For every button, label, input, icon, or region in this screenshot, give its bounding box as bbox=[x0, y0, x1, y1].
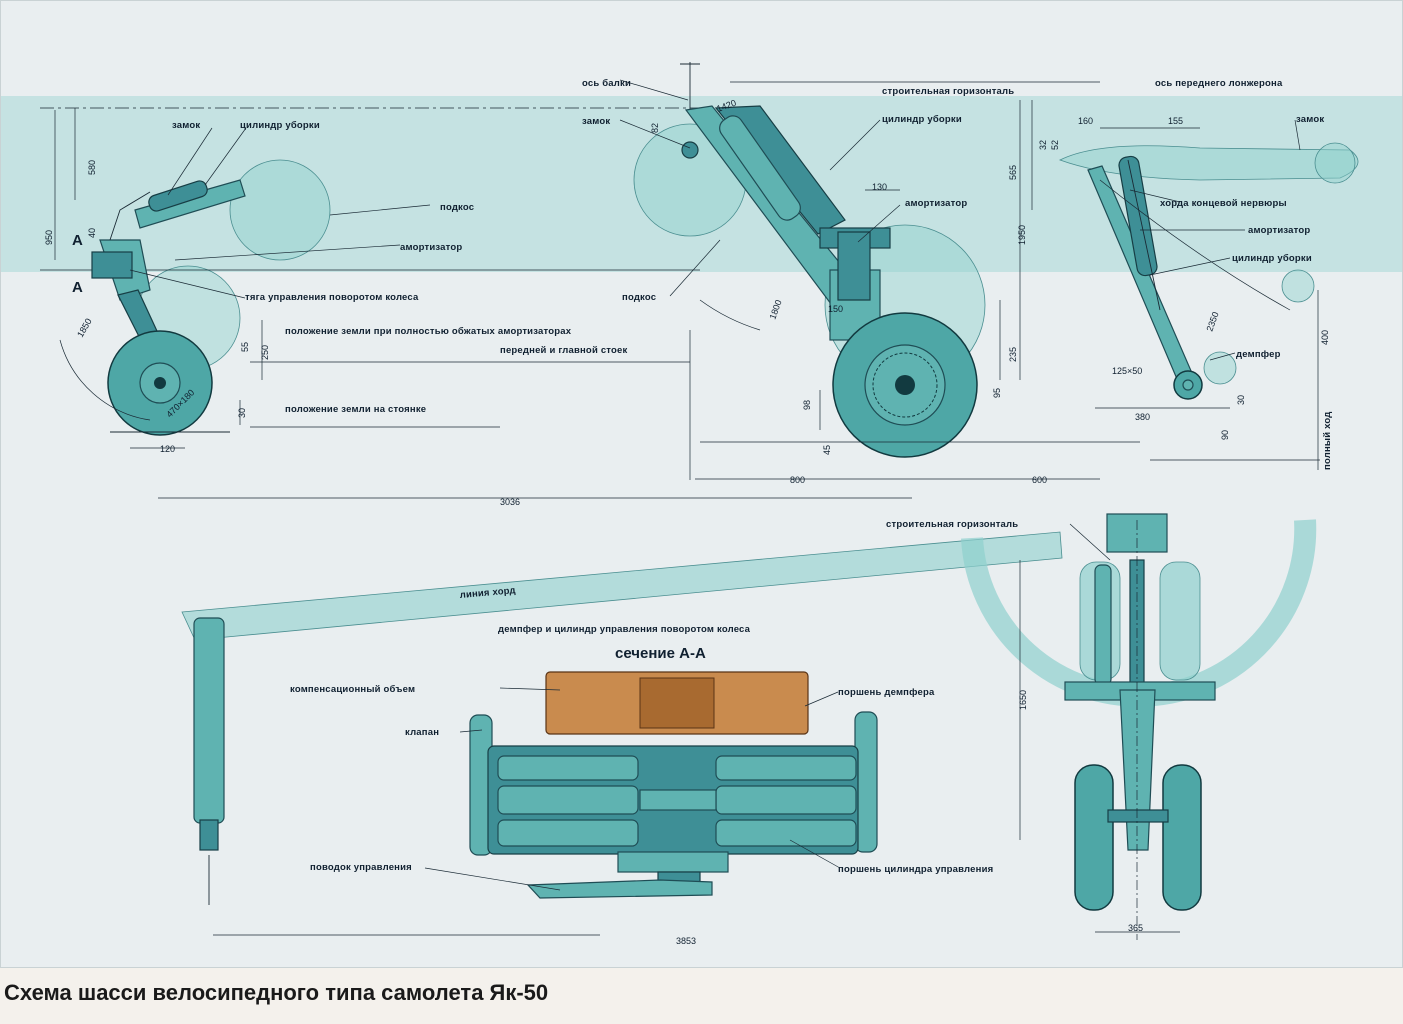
dim-125x50: 125×50 bbox=[1112, 366, 1142, 376]
dim-1650: 1650 bbox=[1018, 690, 1028, 710]
label-str-horiz: строительная горизонталь bbox=[882, 86, 1014, 97]
dim-45: 45 bbox=[822, 445, 832, 455]
dim-120: 120 bbox=[160, 444, 175, 454]
label-porshen-cyl: поршень цилиндра управления bbox=[838, 864, 993, 875]
dim-160: 160 bbox=[1078, 116, 1093, 126]
dim-30: 30 bbox=[237, 408, 247, 418]
label-chord-line: линия хорд bbox=[459, 585, 516, 601]
dim-155: 155 bbox=[1168, 116, 1183, 126]
label-ground-compressed: положение земли при полностью обжатых ам… bbox=[285, 326, 572, 337]
front-view bbox=[961, 513, 1317, 940]
label-zamok-left: замок bbox=[172, 120, 200, 131]
dim-365: 365 bbox=[1128, 923, 1143, 933]
dim-90: 90 bbox=[1220, 430, 1230, 440]
dim-380: 380 bbox=[1135, 412, 1150, 422]
landing-gear-diagram: замок цилиндр уборки подкос амортизатор … bbox=[0, 0, 1403, 968]
label-klapan: клапан bbox=[405, 727, 439, 738]
dim-600: 600 bbox=[1032, 475, 1047, 485]
dim-150: 150 bbox=[828, 304, 843, 314]
figure-caption: Схема шасси велосипедного типа самолета … bbox=[4, 980, 549, 1005]
section-mark-a1: А bbox=[72, 232, 83, 249]
dim-40: 40 bbox=[87, 228, 97, 238]
dim-3036: 3036 bbox=[500, 497, 520, 507]
label-cyl-left: цилиндр уборки bbox=[240, 120, 320, 131]
label-porshen-demp: поршень демпфера bbox=[838, 687, 935, 698]
dim-950: 950 bbox=[44, 230, 54, 245]
label-zamok-mid: замок bbox=[582, 116, 610, 127]
dim-130: 130 bbox=[872, 182, 887, 192]
label-os-lonzh: ось переднего лонжерона bbox=[1155, 78, 1283, 89]
dim-400: 400 bbox=[1320, 330, 1330, 345]
dim-98: 98 bbox=[802, 400, 812, 410]
dim-250: 250 bbox=[260, 345, 270, 360]
dim-3853: 3853 bbox=[676, 936, 696, 946]
dim-55: 55 bbox=[240, 342, 250, 352]
drawing-sheet: замок цилиндр уборки подкос амортизатор … bbox=[0, 0, 1403, 968]
dim-rot-left: 1850 bbox=[75, 317, 94, 339]
label-cyl-right: цилиндр уборки bbox=[1232, 253, 1312, 264]
label-dempfer-right: демпфер bbox=[1236, 349, 1281, 360]
label-podkos-mid: подкос bbox=[622, 292, 656, 303]
dim-235: 235 bbox=[1008, 347, 1018, 362]
main-gear-view bbox=[633, 62, 1140, 480]
label-komp-obem: компенсационный объем bbox=[290, 684, 415, 695]
section-mark-a2: А bbox=[72, 279, 83, 296]
label-dempfer-cyl: демпфер и цилиндр управления поворотом к… bbox=[498, 624, 751, 635]
tip-gear-view bbox=[1019, 100, 1359, 470]
dim-32: 32 bbox=[1038, 140, 1048, 150]
labels: замок цилиндр уборки подкос амортизатор … bbox=[72, 78, 1333, 875]
label-zamok-right: замок bbox=[1296, 114, 1324, 125]
dim-565: 565 bbox=[1008, 165, 1018, 180]
nose-gear-view bbox=[40, 107, 912, 499]
dim-rot-right: 2350 bbox=[1204, 310, 1220, 332]
section-title: сечение А-А bbox=[615, 645, 706, 662]
dimensions: 580 950 40 250 55 30 120 470×180 1850 30… bbox=[44, 98, 1330, 946]
label-amort-mid: амортизатор bbox=[905, 198, 967, 209]
label-ground-compressed-2: передней и главной стоек bbox=[500, 345, 628, 356]
dim-95: 95 bbox=[992, 388, 1002, 398]
label-ground-parking: положение земли на стоянке bbox=[285, 404, 426, 415]
dim-52: 52 bbox=[1050, 140, 1060, 150]
label-horda: хорда концевой нервюры bbox=[1160, 198, 1287, 209]
label-povodok: поводок управления bbox=[310, 862, 412, 873]
label-os-balki: ось балки bbox=[582, 78, 631, 89]
dim-82: 82 bbox=[650, 123, 660, 133]
dim-800: 800 bbox=[790, 475, 805, 485]
dim-580: 580 bbox=[87, 160, 97, 175]
label-str-horiz-2: строительная горизонталь bbox=[886, 519, 1018, 530]
label-amort-left: амортизатор bbox=[400, 242, 462, 253]
dim-1800: 1800 bbox=[767, 298, 783, 320]
label-podkos-left: подкос bbox=[440, 202, 474, 213]
label-full-stroke: полный ход bbox=[1322, 412, 1333, 470]
label-cyl-mid: цилиндр уборки bbox=[882, 114, 962, 125]
label-amort-right: амортизатор bbox=[1248, 225, 1310, 236]
leader-lines bbox=[129, 79, 1301, 891]
label-tyaga: тяга управления поворотом колеса bbox=[245, 292, 419, 303]
chord-view bbox=[181, 531, 1063, 936]
section-aa bbox=[469, 671, 878, 899]
dim-30b: 30 bbox=[1236, 395, 1246, 405]
dim-1950: 1950 bbox=[1017, 225, 1027, 245]
